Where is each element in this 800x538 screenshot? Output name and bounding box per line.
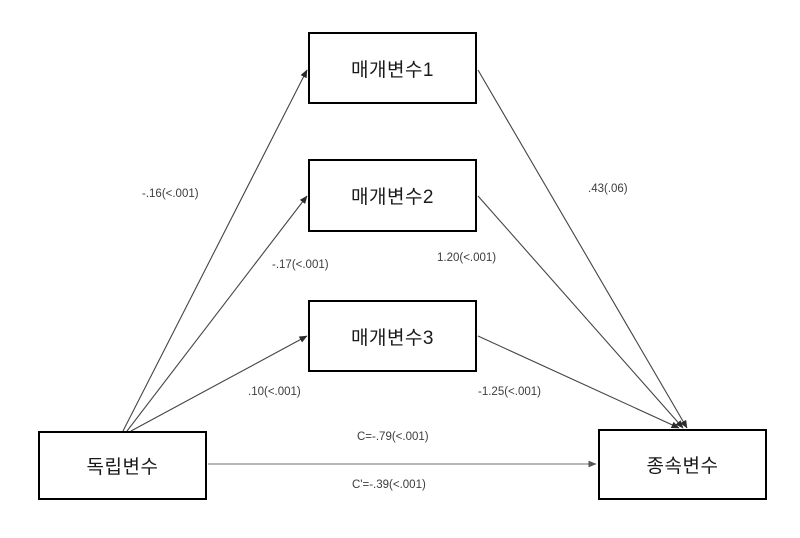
edge-m3-to-dv [477, 335, 680, 429]
node-label-mediator2: 매개변수2 [351, 187, 434, 208]
edge-iv-to-m1 [122, 69, 308, 432]
edge-label-m2-to-dv: 1.20(<.001) [437, 252, 497, 264]
node-mediator1[interactable]: 매개변수1 [308, 32, 477, 104]
edge-label-total-effect: C=-.79(<.001) [357, 431, 429, 443]
node-mediator2[interactable]: 매개변수2 [308, 159, 477, 232]
edge-label-iv-to-m1: -.16(<.001) [142, 188, 199, 200]
node-label-mediator3: 매개변수3 [351, 327, 434, 349]
edge-label-direct-effect: C'=-.39(<.001) [352, 479, 426, 491]
node-mediator3[interactable]: 매개변수3 [308, 300, 477, 372]
edge-label-iv-to-m2: -.17(<.001) [272, 259, 329, 271]
edge-iv-to-m3 [130, 335, 308, 432]
edge-label-iv-to-m3: .10(<.001) [248, 386, 301, 398]
node-label-independent-variable: 독립변수 [86, 457, 159, 478]
edge-label-m1-to-dv: .43(.06) [588, 183, 628, 195]
edge-m2-to-dv [477, 195, 684, 429]
edge-iv-to-m2 [126, 195, 308, 432]
edge-label-m3-to-dv: -1.25(<.001) [478, 386, 541, 398]
node-dependent-variable[interactable]: 종속변수 [598, 429, 767, 500]
node-label-mediator1: 매개변수1 [351, 59, 434, 81]
edge-m1-to-dv [477, 69, 688, 429]
node-label-dependent-variable: 종속변수 [646, 456, 719, 477]
node-independent-variable[interactable]: 독립변수 [38, 431, 207, 500]
